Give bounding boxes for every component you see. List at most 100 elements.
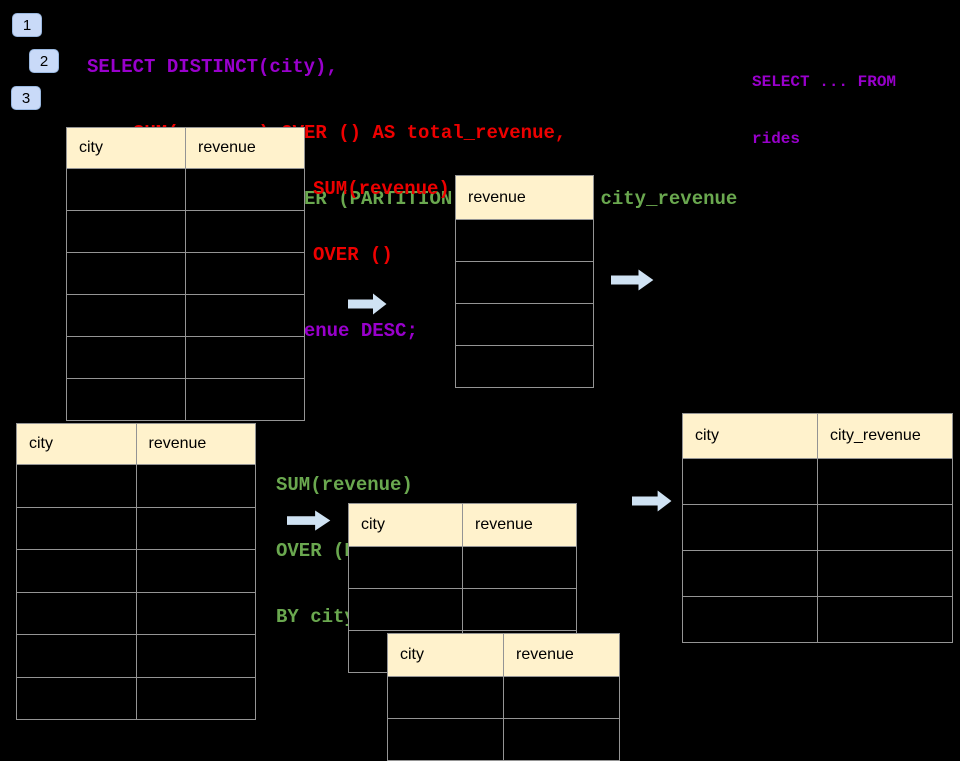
table-row [388,718,619,760]
column-header-revenue: revenue [135,424,256,464]
table-cell [817,551,952,596]
table-cell [817,459,952,504]
arrow-total-out-icon [611,269,654,291]
column-header-revenue: revenue [468,188,526,206]
table-cell [135,592,256,634]
table-cell [817,597,952,642]
table-header-row: city revenue [67,128,304,168]
table-cell [185,169,304,210]
column-header-city: city [695,427,719,444]
table-row [683,596,952,642]
table-source-bottom: city revenue [16,423,256,720]
column-header-revenue: revenue [185,128,304,168]
table-row [388,676,619,718]
table-cell [462,547,576,588]
table-row [17,591,256,635]
table-cell [683,459,817,504]
table-row [17,549,255,592]
table-cell [503,677,619,718]
table-row [67,378,304,420]
table-row [67,168,304,210]
table-total-revenue: revenue [455,175,594,388]
table-row [17,464,255,507]
table-cell [456,304,593,345]
table-row [17,676,256,720]
total-window-label-line-1: SUM(revenue) [313,178,450,200]
table-cell [185,337,304,378]
column-header-revenue: revenue [462,504,576,546]
table-cell [135,635,256,677]
column-header-revenue: revenue [503,634,619,676]
table-cell [683,597,817,642]
table-header-row: revenue [456,176,593,219]
table-header-row: city revenue [17,424,255,464]
table-row [67,336,304,378]
table-cell [683,551,817,596]
step-badge-2: 2 [29,49,59,73]
table-cell [817,505,952,550]
table-cell [17,678,136,720]
table-row [683,550,952,596]
total-window-label: SUM(revenue) OVER () [313,134,450,288]
table-cell [135,677,256,719]
table-cell [503,719,619,760]
table-cell [456,262,593,303]
partition-window-label-line-1: SUM(revenue) [276,474,413,496]
table-header-row: city revenue [349,504,576,546]
table-cell [67,337,185,378]
table-cell [67,211,185,252]
table-cell [388,719,503,760]
from-clause-line-1: SELECT ... FROM [752,73,897,91]
table-row [349,588,576,630]
arrow-result-icon [632,490,672,512]
table-header-row: city revenue [388,634,619,676]
table-row [67,294,304,336]
table-cell [456,346,593,387]
from-clause-line-2: rides [752,130,801,148]
step-badge-3: 3 [11,86,41,110]
table-cell [17,635,136,677]
column-header-city: city [29,435,53,452]
table-cell [456,220,593,261]
arrow-partition-in-icon [287,510,331,531]
table-cell [17,550,136,592]
column-header-city: city [361,516,385,533]
table-row [456,345,593,387]
table-cell [135,550,256,592]
table-cell [185,379,304,420]
table-cell [349,589,462,630]
sql-line-select: SELECT DISTINCT(city), [87,56,338,78]
table-row [456,219,593,261]
table-row [349,546,576,588]
table-source-top: city revenue [66,127,305,421]
table-row [683,458,952,504]
table-row [67,210,304,252]
table-cell [185,253,304,294]
table-cell [683,505,817,550]
table-cell [185,295,304,336]
step-badge-1: 1 [12,13,42,37]
table-row [456,303,593,345]
arrow-total-in-icon [348,293,387,315]
table-cell [135,507,256,549]
table-cell [67,379,185,420]
column-header-city-revenue: city_revenue [817,414,952,458]
total-window-label-line-2: OVER () [313,244,393,266]
table-cell [17,593,136,635]
table-header-row: city city_revenue [683,414,952,458]
table-cell [462,589,576,630]
table-city-revenue-result: city city_revenue [682,413,953,643]
slide-canvas: { "colors": { "background": "#000000", "… [11,13,953,761]
table-row [456,261,593,303]
table-partition-step-overlap: city revenue [387,633,620,761]
table-cell [349,547,462,588]
column-header-city: city [400,646,424,663]
table-cell [67,169,185,210]
from-clause-snippet: SELECT ... FROM rides [752,35,896,168]
table-cell [17,508,136,550]
table-row [17,506,256,550]
table-row [17,634,255,677]
table-cell [185,211,304,252]
table-cell [67,295,185,336]
table-cell [388,677,503,718]
